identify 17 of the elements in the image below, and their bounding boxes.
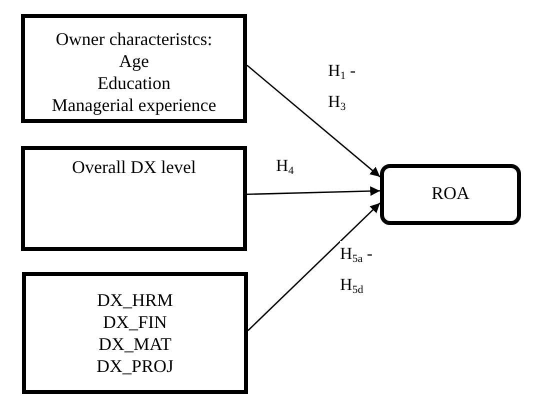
rounded-box xyxy=(380,164,521,225)
node-text: Owner characteristcs: xyxy=(56,28,212,50)
node-text: DX_HRM xyxy=(96,289,173,311)
node-text: DX_MAT xyxy=(98,333,172,355)
node-text: Age xyxy=(119,50,149,72)
node-text: Education xyxy=(98,72,170,94)
node-text: Managerial experience xyxy=(52,94,216,116)
node-text: DX_FIN xyxy=(102,311,167,333)
process-box xyxy=(21,146,247,251)
process-box xyxy=(22,272,248,394)
arrow xyxy=(246,64,380,178)
node-text: DX_PROJ xyxy=(96,355,174,377)
node-text: Overall DX level xyxy=(72,156,196,178)
arrow xyxy=(248,202,380,332)
arrow xyxy=(246,186,380,196)
process-box xyxy=(21,14,247,123)
node-text: ROA xyxy=(431,182,470,204)
